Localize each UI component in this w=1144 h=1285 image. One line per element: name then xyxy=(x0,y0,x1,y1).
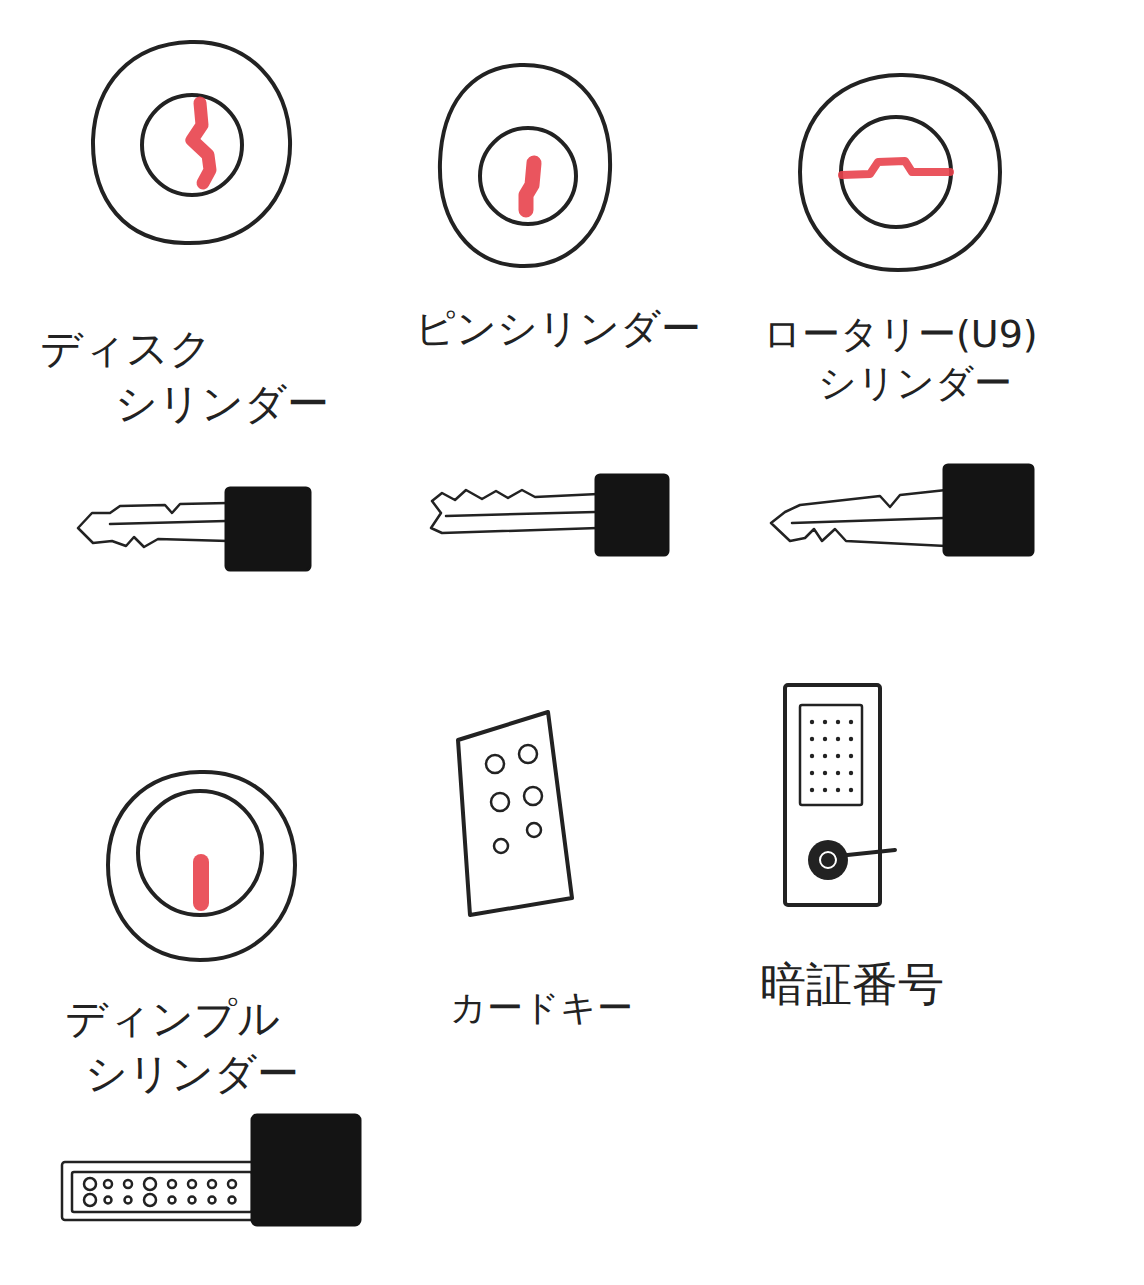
key-dot xyxy=(810,754,814,758)
key-dot xyxy=(836,771,840,775)
key-dot xyxy=(836,737,840,741)
dimple xyxy=(125,1197,132,1204)
dimple xyxy=(144,1194,156,1206)
dimple-cylinder xyxy=(108,772,295,960)
disc-keyway xyxy=(192,103,210,183)
dimple xyxy=(168,1180,176,1188)
key-dot xyxy=(810,788,814,792)
key-dot xyxy=(823,788,827,792)
disc-key xyxy=(78,488,310,570)
dimple xyxy=(84,1194,96,1206)
button xyxy=(491,793,509,811)
keyhole-ring xyxy=(142,95,242,195)
key-dot xyxy=(810,771,814,775)
button xyxy=(486,755,504,773)
dimple xyxy=(124,1180,132,1188)
key-dot xyxy=(823,720,827,724)
keypad-dots xyxy=(810,720,853,792)
cylinder-label: ディスク シリンダー xyxy=(40,322,415,431)
dimple xyxy=(188,1180,196,1188)
outer-ring xyxy=(800,75,1000,270)
pin-cylinder xyxy=(440,65,610,266)
dimple xyxy=(229,1197,236,1204)
cylinder-label: ピンシリンダー xyxy=(415,302,735,354)
reader-body xyxy=(458,712,572,915)
key-dot xyxy=(849,771,853,775)
key-groove xyxy=(446,512,595,516)
card-key-reader xyxy=(458,712,572,915)
key-head xyxy=(596,475,668,555)
key-dot xyxy=(836,754,840,758)
key-dot xyxy=(836,788,840,792)
key-head xyxy=(944,465,1033,555)
dimple-keyway xyxy=(193,862,209,903)
rotary-cylinder xyxy=(800,75,1000,270)
dimple-marks xyxy=(84,1178,236,1206)
key-dot xyxy=(823,754,827,758)
disc-cylinder xyxy=(93,42,290,243)
key-dot xyxy=(823,737,827,741)
key-dot xyxy=(810,720,814,724)
cylinder-label: ディンプル シリンダー xyxy=(65,992,335,1101)
key-dot xyxy=(849,754,853,758)
dimple xyxy=(104,1180,112,1188)
key-groove xyxy=(792,518,944,523)
button xyxy=(527,823,541,837)
outer-ring xyxy=(108,772,295,960)
dimple xyxy=(189,1197,196,1204)
keyhole-ring xyxy=(480,128,576,224)
dimple xyxy=(228,1180,236,1188)
outer-ring xyxy=(440,65,610,266)
dimple xyxy=(84,1178,96,1190)
button xyxy=(519,745,537,763)
key-blade xyxy=(771,490,946,546)
key-head xyxy=(226,488,310,570)
dimple-key xyxy=(62,1115,360,1225)
cylinder-label: ロータリー(U9) シリンダー xyxy=(763,310,1138,409)
key-groove xyxy=(110,521,226,524)
rotary-keyway xyxy=(842,161,950,175)
dimple xyxy=(144,1178,156,1190)
key-dot xyxy=(849,720,853,724)
lock-plate xyxy=(785,685,880,905)
cylinder-label: カードキー xyxy=(450,985,710,1032)
button xyxy=(524,787,542,805)
key-blade xyxy=(62,1162,256,1220)
keypad-lock xyxy=(785,685,895,905)
dimple xyxy=(208,1180,216,1188)
lever-handle xyxy=(838,850,895,856)
key-dot xyxy=(823,771,827,775)
keyhole-ring xyxy=(841,117,951,227)
key-dot xyxy=(849,788,853,792)
key-blade xyxy=(78,503,228,547)
outer-ring xyxy=(93,42,290,243)
key-groove xyxy=(72,1172,252,1212)
key-dot xyxy=(810,737,814,741)
lock-knob xyxy=(808,840,848,880)
button xyxy=(494,839,508,853)
keypad xyxy=(800,705,862,805)
key-head xyxy=(252,1115,360,1225)
pin-key xyxy=(431,475,668,555)
dimple xyxy=(169,1197,176,1204)
rotary-key xyxy=(771,465,1033,555)
key-dot xyxy=(836,720,840,724)
dimple xyxy=(209,1197,216,1204)
dimple xyxy=(105,1197,112,1204)
key-dot xyxy=(849,737,853,741)
key-blade xyxy=(431,490,598,533)
pin-keyway xyxy=(526,163,534,210)
knob-core xyxy=(820,852,836,868)
keyhole-ring xyxy=(138,791,262,915)
cylinder-label: 暗証番号 xyxy=(760,955,1020,1015)
